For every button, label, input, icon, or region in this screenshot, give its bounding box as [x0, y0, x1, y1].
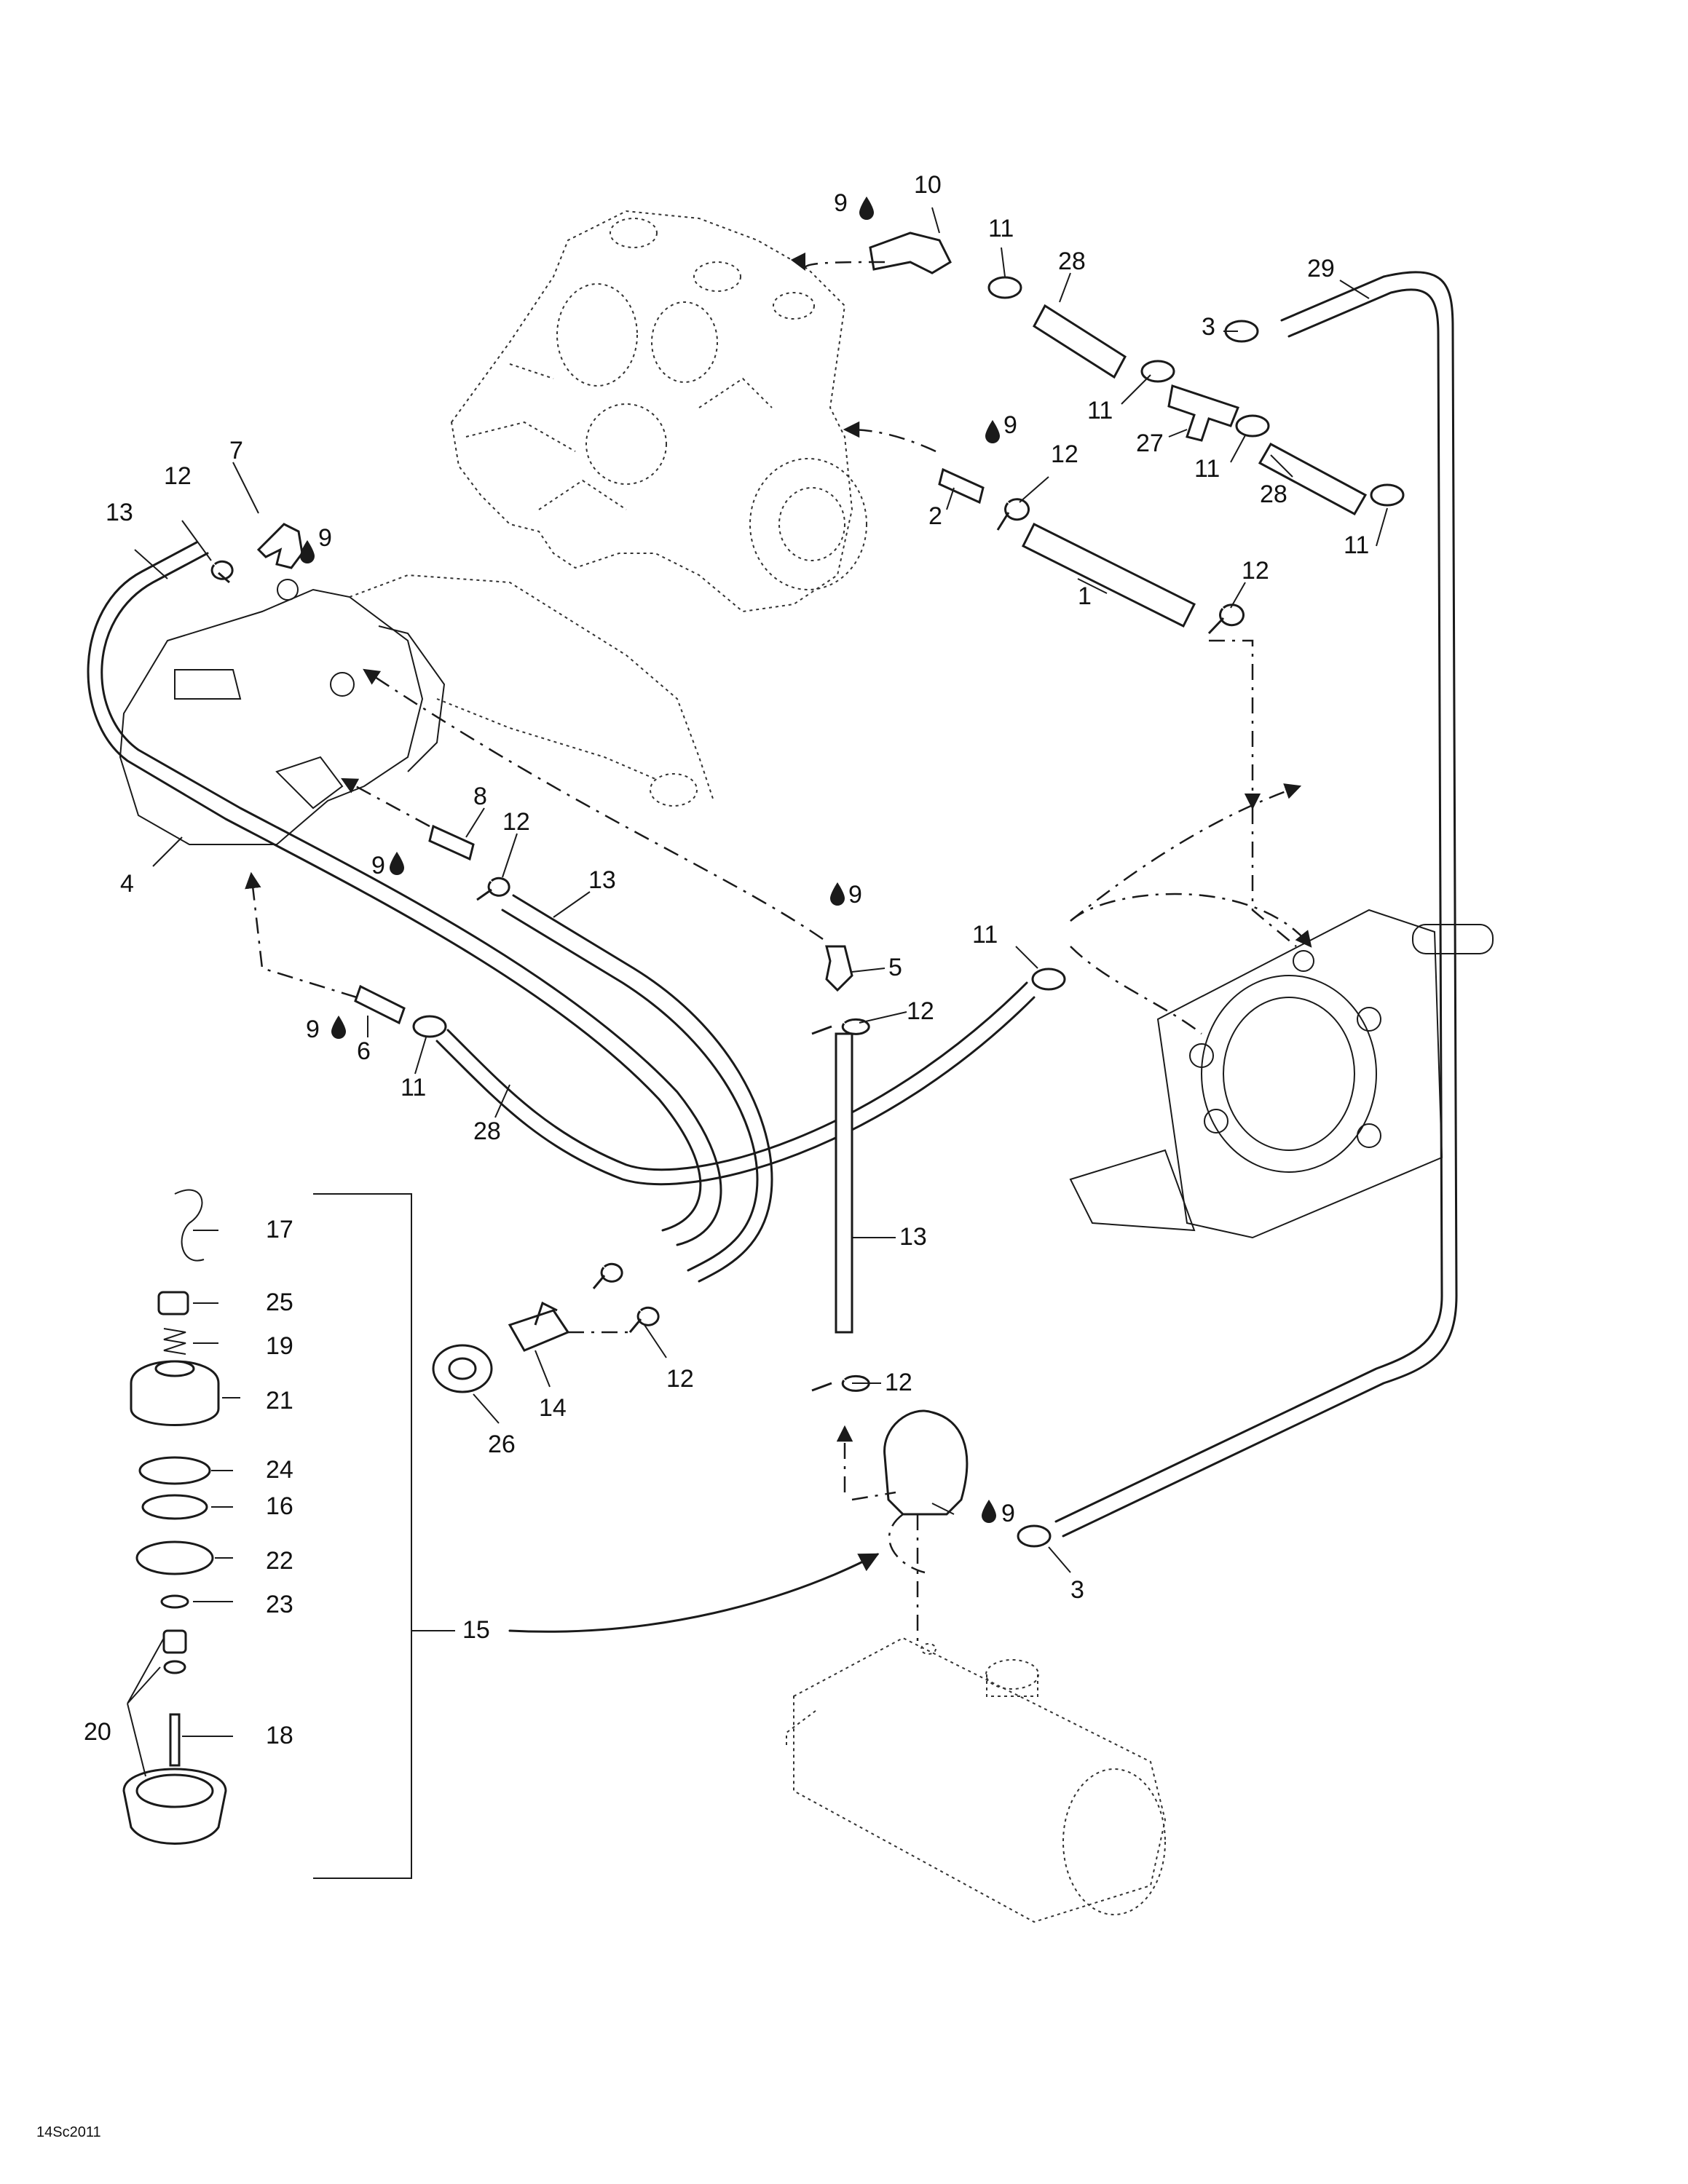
muffler-outline [786, 1637, 1167, 1923]
callout-27: 27 [1136, 430, 1164, 457]
callout-8: 8 [473, 783, 487, 810]
callout-9: 9 [1001, 1500, 1015, 1527]
drop-icons [300, 197, 1000, 1523]
callout-3: 3 [1202, 313, 1215, 341]
callout-6: 6 [357, 1037, 371, 1065]
leader-lines [134, 207, 1388, 1573]
drop-icon [830, 882, 845, 906]
callout-4: 4 [120, 870, 134, 898]
callout-11: 11 [972, 921, 998, 949]
pump-housing-outline [119, 574, 714, 845]
callouts: 10 9 11 28 29 3 11 27 11 28 11 9 12 2 1 … [84, 171, 1369, 1749]
callout-21: 21 [266, 1387, 293, 1415]
callout-9: 9 [318, 524, 332, 552]
callout-12: 12 [1242, 557, 1269, 585]
flow-arrows [245, 252, 1312, 1645]
rear-frame-outline [1069, 909, 1494, 1239]
callout-11: 11 [1194, 455, 1220, 483]
callout-9: 9 [306, 1016, 320, 1043]
callout-11: 11 [1087, 397, 1113, 424]
callout-26: 26 [488, 1431, 516, 1458]
valve-assembly [122, 1189, 455, 1879]
drop-icon [390, 852, 404, 875]
callout-28: 28 [1260, 480, 1287, 508]
engine-outline [450, 210, 867, 613]
callout-18: 18 [266, 1722, 293, 1749]
callout-12: 12 [666, 1365, 694, 1393]
callout-24: 24 [266, 1456, 293, 1484]
callout-5: 5 [888, 954, 902, 981]
drop-icon [982, 1500, 996, 1523]
callout-28: 28 [473, 1117, 501, 1145]
callout-3: 3 [1070, 1576, 1084, 1604]
callout-29: 29 [1307, 255, 1335, 282]
fittings [210, 232, 1405, 1548]
callout-15: 15 [462, 1616, 490, 1644]
drop-icon [331, 1016, 346, 1039]
drop-icon [985, 420, 1000, 443]
callout-11: 11 [988, 215, 1014, 242]
callout-12: 12 [907, 997, 934, 1025]
callout-20: 20 [84, 1718, 111, 1746]
callout-25: 25 [266, 1289, 293, 1316]
callout-19: 19 [266, 1332, 293, 1360]
callout-12: 12 [1051, 440, 1078, 468]
callout-10: 10 [914, 171, 942, 199]
callout-23: 23 [266, 1591, 293, 1618]
callout-13: 13 [588, 866, 616, 894]
callout-28: 28 [1058, 248, 1086, 275]
drop-icon [300, 540, 315, 563]
callout-9: 9 [1003, 411, 1017, 439]
callout-13: 13 [899, 1223, 927, 1251]
callout-13: 13 [106, 499, 133, 526]
callout-12: 12 [164, 462, 192, 490]
drop-icon [859, 197, 874, 220]
callout-14: 14 [539, 1394, 567, 1422]
callout-11: 11 [1344, 531, 1369, 559]
callout-11: 11 [401, 1074, 426, 1101]
callout-17: 17 [266, 1216, 293, 1243]
hoses [87, 271, 1458, 1538]
figure-reference-code: 14Sc2011 [36, 2124, 101, 2140]
callout-9: 9 [834, 189, 848, 217]
callout-12: 12 [885, 1369, 912, 1396]
callout-9: 9 [371, 852, 385, 879]
callout-16: 16 [266, 1492, 293, 1520]
callout-2: 2 [928, 502, 942, 530]
callout-12: 12 [502, 808, 530, 836]
callout-22: 22 [266, 1547, 293, 1575]
callout-7: 7 [229, 437, 243, 464]
callout-9: 9 [848, 881, 862, 909]
callout-1: 1 [1078, 582, 1092, 610]
